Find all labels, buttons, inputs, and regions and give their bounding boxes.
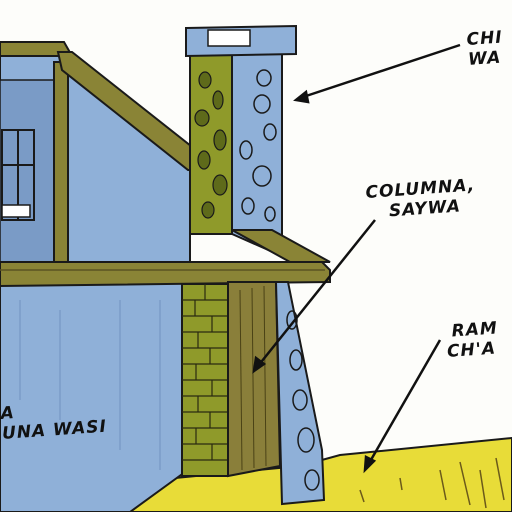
eave-beam [232,230,330,262]
label-chimney-line2: WA [467,47,504,69]
label-house: A UNA WASI [0,397,108,444]
label-chimney-line1: CHI [466,27,503,49]
window-sill [2,205,30,217]
label-chimney: CHI WA [466,27,505,69]
label-column: COLUMNA, SAYWA [365,175,477,223]
wooden-post [54,62,68,270]
label-ramp: RAM CH'A [445,318,500,362]
label-ramp-line2: CH'A [446,338,499,362]
upper-room-interior [0,80,54,262]
chimney-opening [208,30,250,46]
